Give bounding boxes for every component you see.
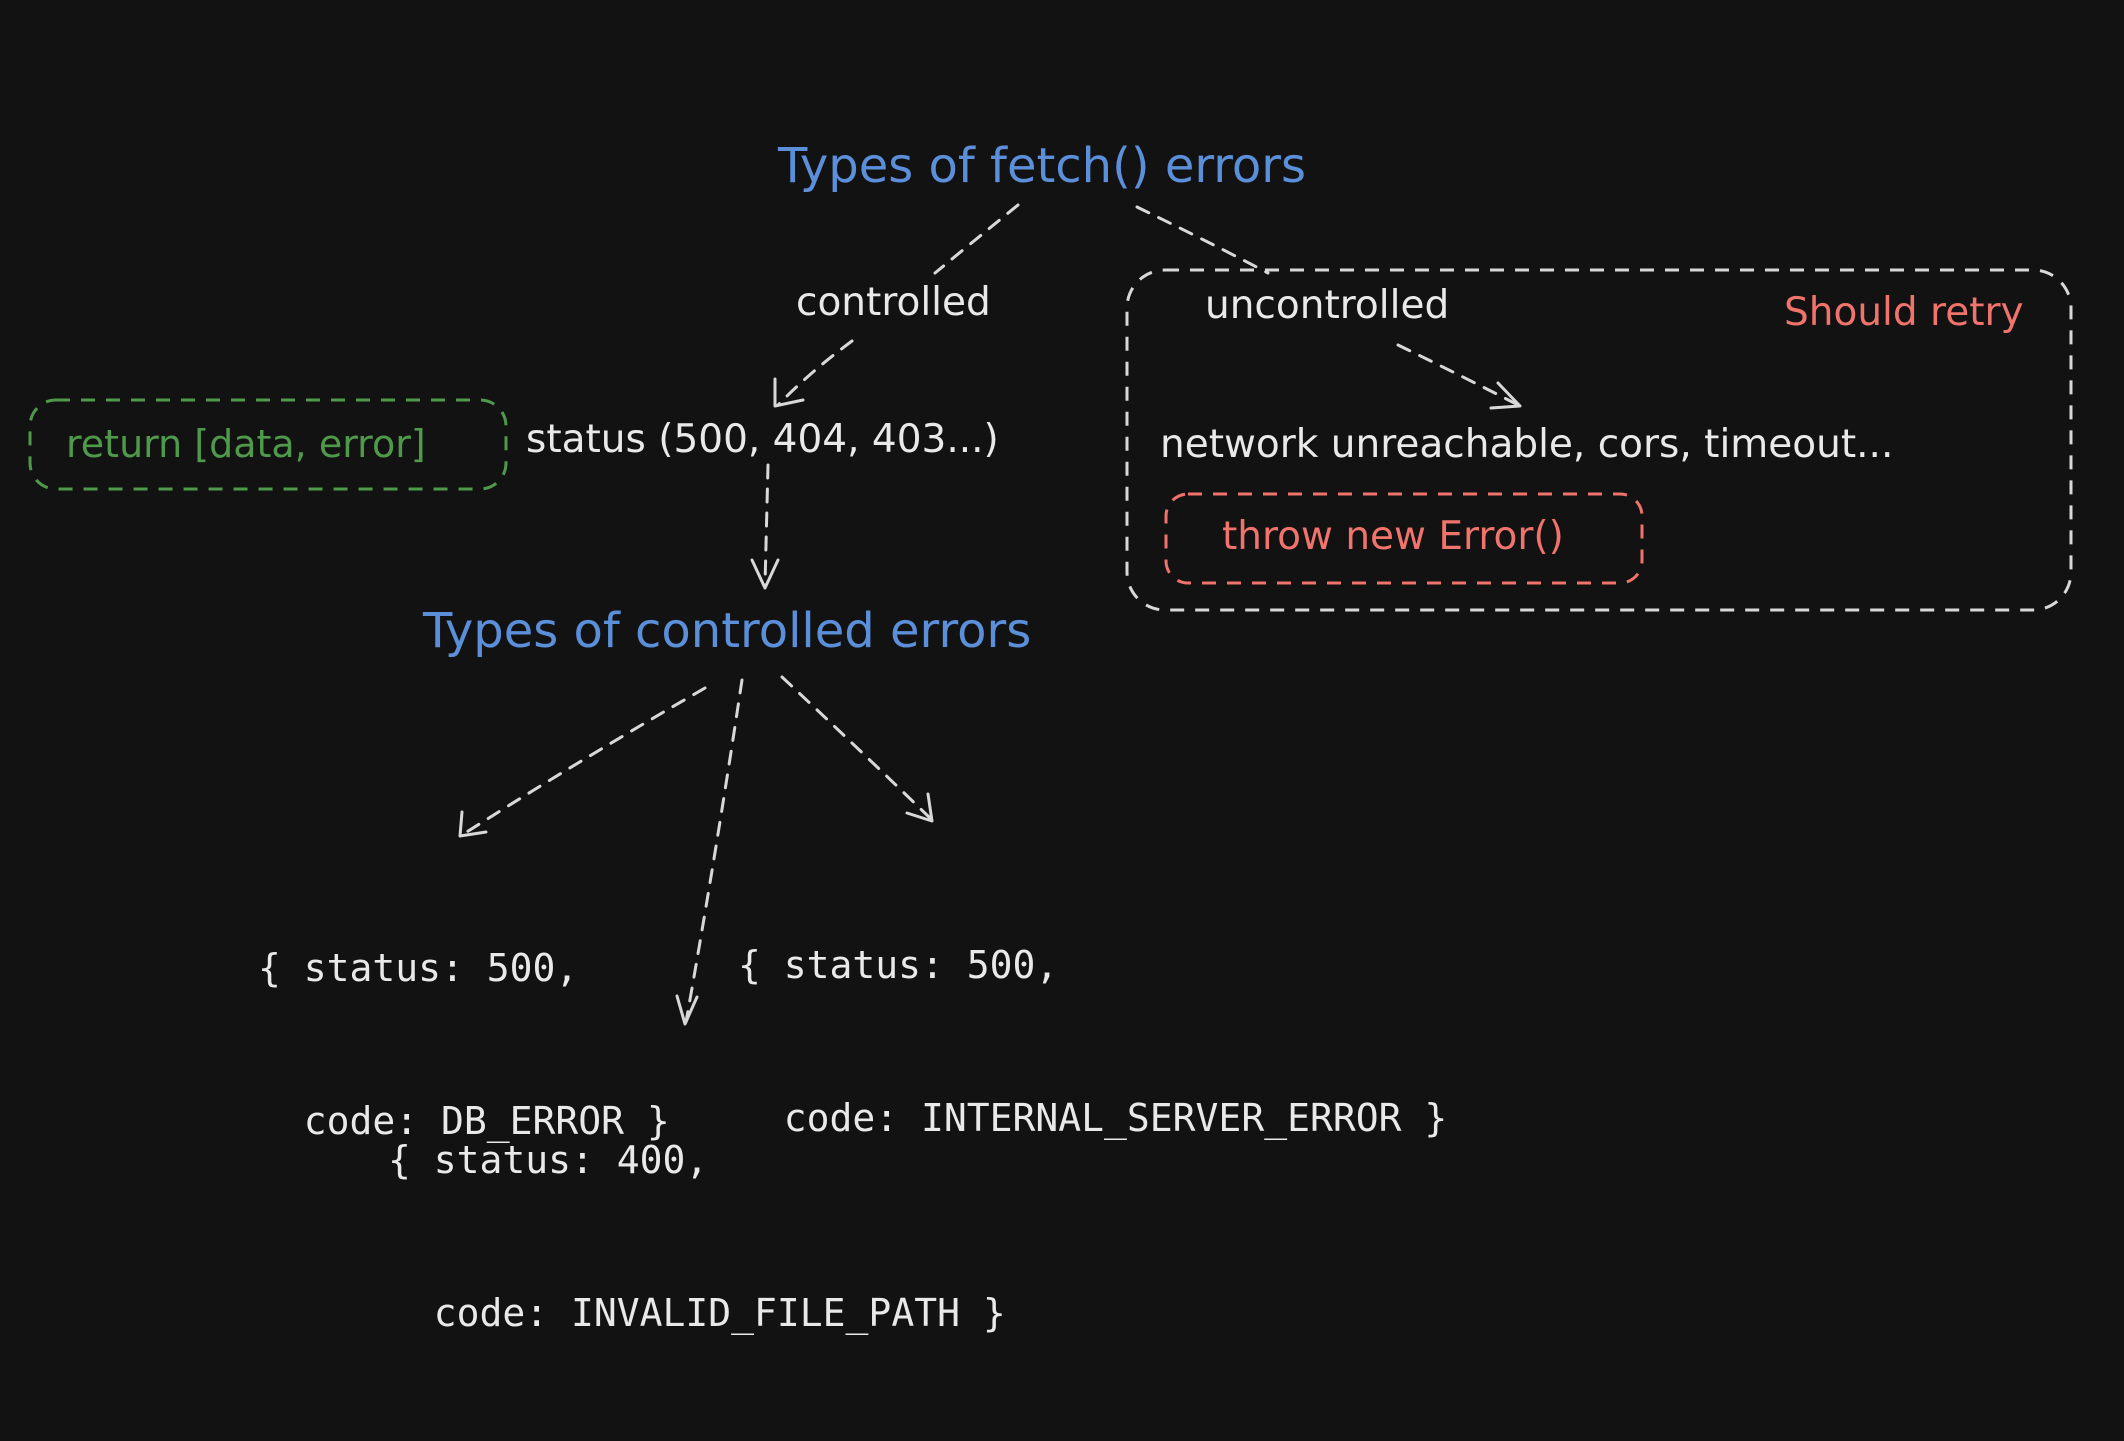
arrowhead-controlled — [773, 377, 805, 408]
error-internal-server-error-line2: code: INTERNAL_SERVER_ERROR } — [738, 1096, 1448, 1140]
error-invalid-file-path: { status: 400, code: INVALID_FILE_PATH } — [388, 1033, 1006, 1441]
connector-layer — [28, 203, 2073, 1026]
arrow-to-db-error — [460, 686, 707, 837]
arrowhead-uncontrolled — [1489, 381, 1522, 410]
arrow-controlled-to-status — [776, 339, 854, 407]
error-internal-server-error-line1: { status: 500, — [738, 943, 1059, 987]
arrow-uncontrolled-to-network — [1396, 343, 1520, 407]
return-box-border — [28, 398, 508, 491]
error-internal-server-error: { status: 500, code: INTERNAL_SERVER_ERR… — [738, 838, 1447, 1246]
throw-box-label: throw new Error() — [1222, 514, 1564, 559]
arrow-to-internal-server-error — [780, 675, 932, 820]
should-retry-tag: Should retry — [1784, 290, 2024, 335]
error-invalid-file-path-line2: code: INVALID_FILE_PATH } — [388, 1291, 1006, 1335]
status-codes-label: status (500, 404, 403...) — [526, 417, 999, 462]
arrowhead-db-error — [458, 810, 488, 838]
arrowhead-controlled-title — [750, 558, 780, 590]
arrow-to-invalid-file-path — [684, 678, 744, 1024]
uncontrolled-examples-label: network unreachable, cors, timeout... — [1160, 422, 1894, 467]
arrow-title-to-controlled — [933, 203, 1020, 275]
error-db-error: { status: 500, code: DB_ERROR } — [258, 841, 670, 1249]
uncontrolled-group-border — [1125, 268, 2073, 612]
error-invalid-file-path-line1: { status: 400, — [388, 1138, 709, 1182]
diagram-title: Types of fetch() errors — [778, 138, 1307, 194]
arrowhead-invalid-file-path — [675, 994, 699, 1026]
branch-uncontrolled-label: uncontrolled — [1205, 283, 1450, 328]
return-box-label: return [data, error] — [66, 422, 426, 466]
branch-controlled-label: controlled — [796, 280, 991, 325]
arrow-title-to-uncontrolled — [1135, 205, 1270, 275]
arrow-status-to-controlled-title — [763, 463, 770, 587]
arrowhead-internal-server-error — [905, 792, 934, 823]
diagram-canvas: Types of fetch() errors controlled uncon… — [28, 138, 2073, 1335]
throw-box-border — [1164, 492, 1644, 585]
error-db-error-line1: { status: 500, — [258, 946, 579, 990]
error-db-error-line2: code: DB_ERROR } — [258, 1099, 670, 1143]
controlled-errors-title: Types of controlled errors — [423, 603, 1032, 659]
